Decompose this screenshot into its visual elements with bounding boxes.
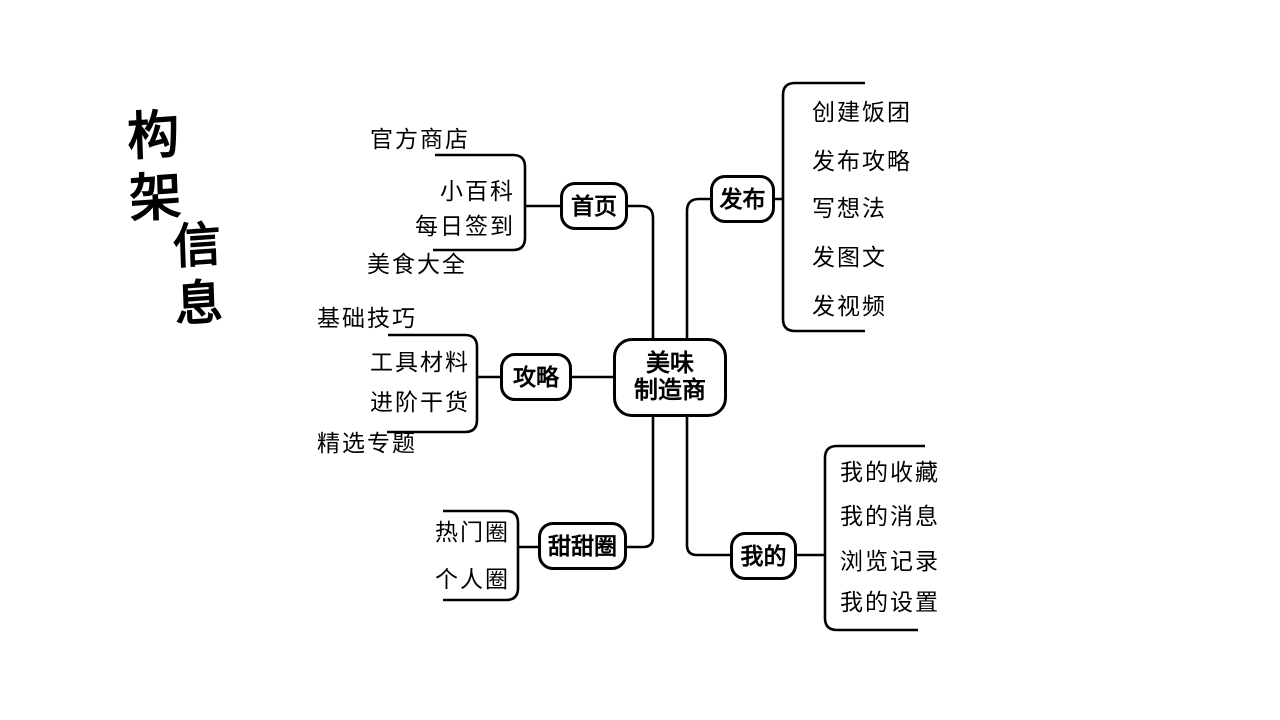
connector-publish-center: [685, 197, 710, 338]
bracket-publish-children: [775, 81, 865, 333]
central-topic-line2: 制造商: [634, 377, 706, 404]
node-donut[interactable]: 甜甜圈: [538, 522, 627, 570]
node-publish[interactable]: 发布: [710, 175, 775, 223]
leaf-publish-create-fantuan[interactable]: 创建饭团: [812, 100, 912, 125]
leaf-profile-browsing-history[interactable]: 浏览记录: [840, 549, 940, 574]
leaf-profile-favorites[interactable]: 我的收藏: [840, 460, 940, 485]
leaf-home-food-collection[interactable]: 美食大全: [367, 252, 467, 277]
leaf-profile-messages[interactable]: 我的消息: [840, 504, 940, 529]
bracket-donut-children: [443, 509, 538, 602]
page-title-line1: 构架: [116, 105, 183, 235]
leaf-home-encyclopedia[interactable]: 小百科: [440, 179, 515, 204]
leaf-publish-post-video[interactable]: 发视频: [812, 294, 887, 319]
leaf-strategy-featured-topics[interactable]: 精选专题: [317, 431, 417, 456]
page-title-line2: 信息: [163, 218, 223, 338]
leaf-strategy-tools-materials[interactable]: 工具材料: [370, 350, 470, 375]
leaf-publish-post-guide[interactable]: 发布攻略: [812, 149, 912, 174]
leaf-publish-write-idea[interactable]: 写想法: [812, 196, 887, 221]
connector-center-profile: [685, 417, 730, 557]
leaf-home-daily-checkin[interactable]: 每日签到: [415, 214, 515, 239]
node-central-topic[interactable]: 美味 制造商: [613, 338, 727, 417]
leaf-donut-hot-circle[interactable]: 热门圈: [435, 520, 510, 545]
node-profile[interactable]: 我的: [730, 532, 797, 580]
leaf-strategy-basic-skills[interactable]: 基础技巧: [317, 306, 417, 331]
bracket-profile-children: [797, 444, 925, 632]
leaf-donut-personal-circle[interactable]: 个人圈: [435, 567, 510, 592]
connector-center-donut: [627, 417, 655, 549]
leaf-publish-post-imagetext[interactable]: 发图文: [812, 245, 887, 270]
node-home[interactable]: 首页: [560, 182, 628, 230]
leaf-home-official-store[interactable]: 官方商店: [370, 127, 470, 152]
bracket-home-children: [433, 153, 560, 252]
leaf-profile-settings[interactable]: 我的设置: [840, 590, 940, 615]
central-topic-line1: 美味: [646, 350, 694, 377]
node-strategy[interactable]: 攻略: [500, 353, 572, 401]
bracket-strategy-children: [387, 333, 500, 434]
leaf-strategy-advanced-tips[interactable]: 进阶干货: [370, 390, 470, 415]
connector-home-center: [628, 204, 655, 338]
